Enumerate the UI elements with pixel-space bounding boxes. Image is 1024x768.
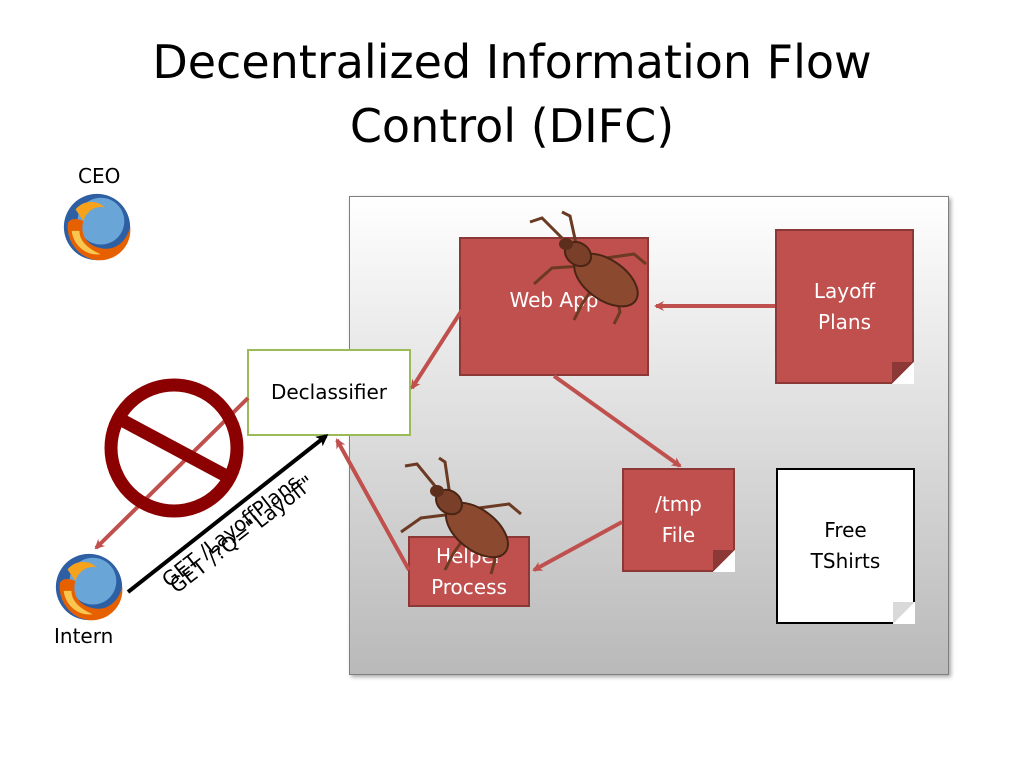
tmp-label-2: File [661, 523, 696, 547]
layoff-label-1: Layoff [813, 278, 876, 303]
ceo-firefox-icon [63, 193, 131, 261]
arrow-webapp-to-declassifier [410, 308, 464, 390]
layoff-label-2: Plans [818, 309, 871, 334]
page-fold-icon [893, 602, 915, 624]
tmp-label-1: /tmp [655, 492, 702, 516]
prohibited-icon [104, 378, 244, 518]
page-fold-icon [892, 362, 914, 384]
ceo-label: CEO [78, 164, 121, 188]
arrow-intern-request [126, 434, 329, 594]
bug-icon [529, 210, 647, 325]
slide-title: Decentralized Information Flow Control (… [0, 30, 1024, 158]
free-label-2: TShirts [810, 549, 881, 573]
bug-icon [400, 456, 522, 575]
arrow-tmp-to-helper [532, 520, 623, 572]
layoff-plans-node: Layoff Plans [775, 229, 914, 384]
free-tshirts-node: Free TShirts [776, 468, 915, 624]
free-label-1: Free [824, 518, 867, 542]
intern-firefox-icon [55, 553, 123, 621]
arrow-helper-to-declassifier [335, 438, 411, 571]
tmp-file-node: /tmp File [622, 468, 735, 572]
declassifier-node: Declassifier [247, 349, 411, 436]
helper-label-2: Process [431, 574, 507, 599]
arrow-declassifier-to-intern [94, 396, 250, 550]
arrow-webapp-to-tmp [552, 374, 682, 468]
title-line-2: Control (DIFC) [349, 99, 675, 153]
declassifier-label: Declassifier [270, 380, 388, 404]
page-fold-icon [713, 550, 735, 572]
intern-label: Intern [54, 624, 114, 648]
title-line-1: Decentralized Information Flow [152, 35, 872, 89]
